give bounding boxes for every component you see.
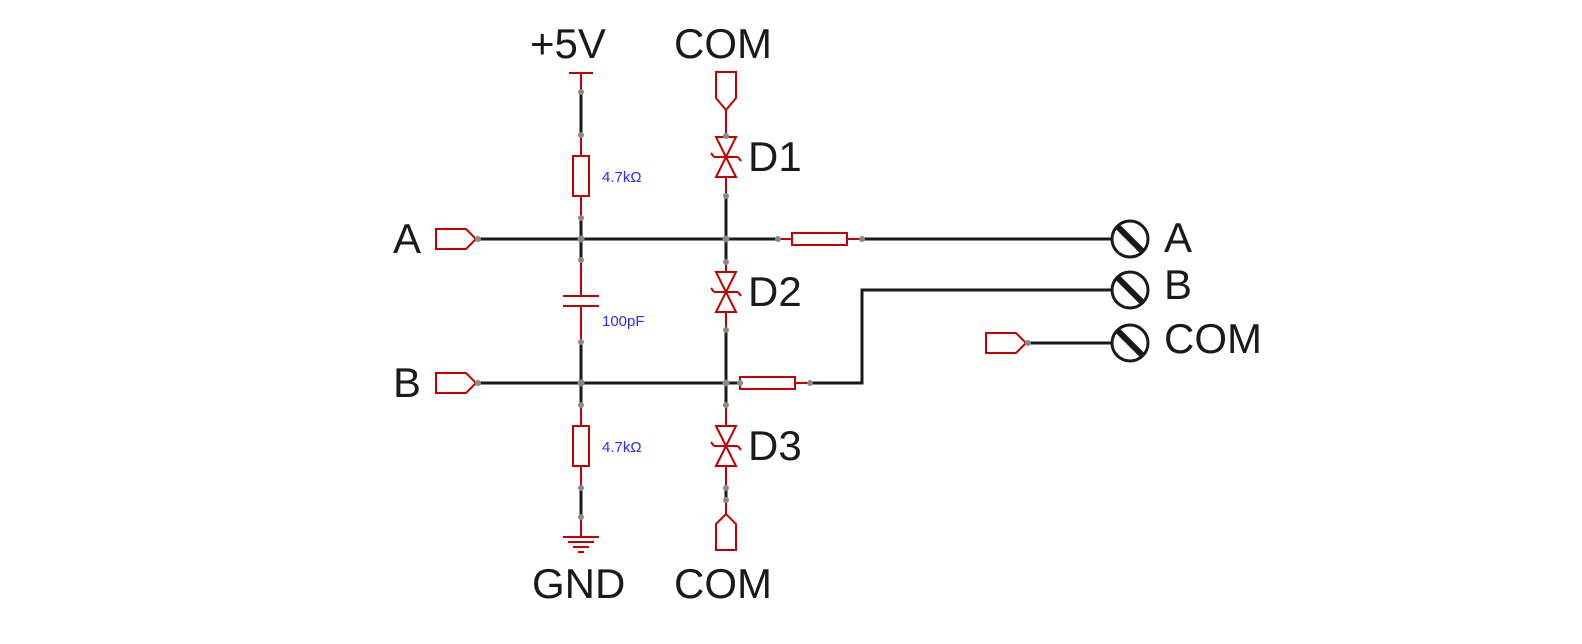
fuse-line-b [739, 376, 810, 390]
input-port-b [435, 372, 478, 394]
resistor-r1 [572, 135, 590, 218]
input-a-label: A [393, 215, 421, 262]
com-bottom-port [715, 500, 737, 551]
vcc-label: +5V [530, 20, 606, 67]
capacitor-value-label: 100pF [602, 313, 645, 330]
terminal-com-label: COM [1164, 315, 1262, 362]
gnd-label: GND [532, 560, 625, 607]
screw-terminal-b [1110, 270, 1150, 310]
com-top-label: COM [674, 20, 772, 67]
wires [476, 90, 1114, 519]
ground-symbol [563, 517, 599, 553]
diode-d1-label: D1 [748, 133, 802, 180]
screw-terminal-com [1110, 323, 1150, 363]
capacitor-c1 [563, 260, 599, 342]
screw-terminal-a [1110, 219, 1150, 259]
diode-d2 [710, 262, 742, 330]
vcc-symbol [569, 72, 593, 92]
junction-dots [475, 89, 1031, 520]
input-port-a [435, 228, 478, 250]
r1-value-label: 4.7kΩ [602, 169, 642, 186]
terminal-a-label: A [1164, 214, 1192, 261]
input-b-label: B [393, 359, 421, 406]
terminal-b-label: B [1164, 261, 1192, 308]
wire-line-b-out [808, 288, 1114, 385]
com-top-port [715, 71, 737, 136]
diode-d1 [710, 136, 742, 196]
diode-d2-label: D2 [748, 268, 802, 315]
fuse-line-a [778, 232, 862, 246]
com-bottom-label: COM [674, 560, 772, 607]
com-terminal-port [985, 332, 1028, 354]
diode-d3 [710, 405, 742, 488]
r2-value-label: 4.7kΩ [602, 439, 642, 456]
diode-d3-label: D3 [748, 422, 802, 469]
resistor-r2 [572, 405, 590, 488]
